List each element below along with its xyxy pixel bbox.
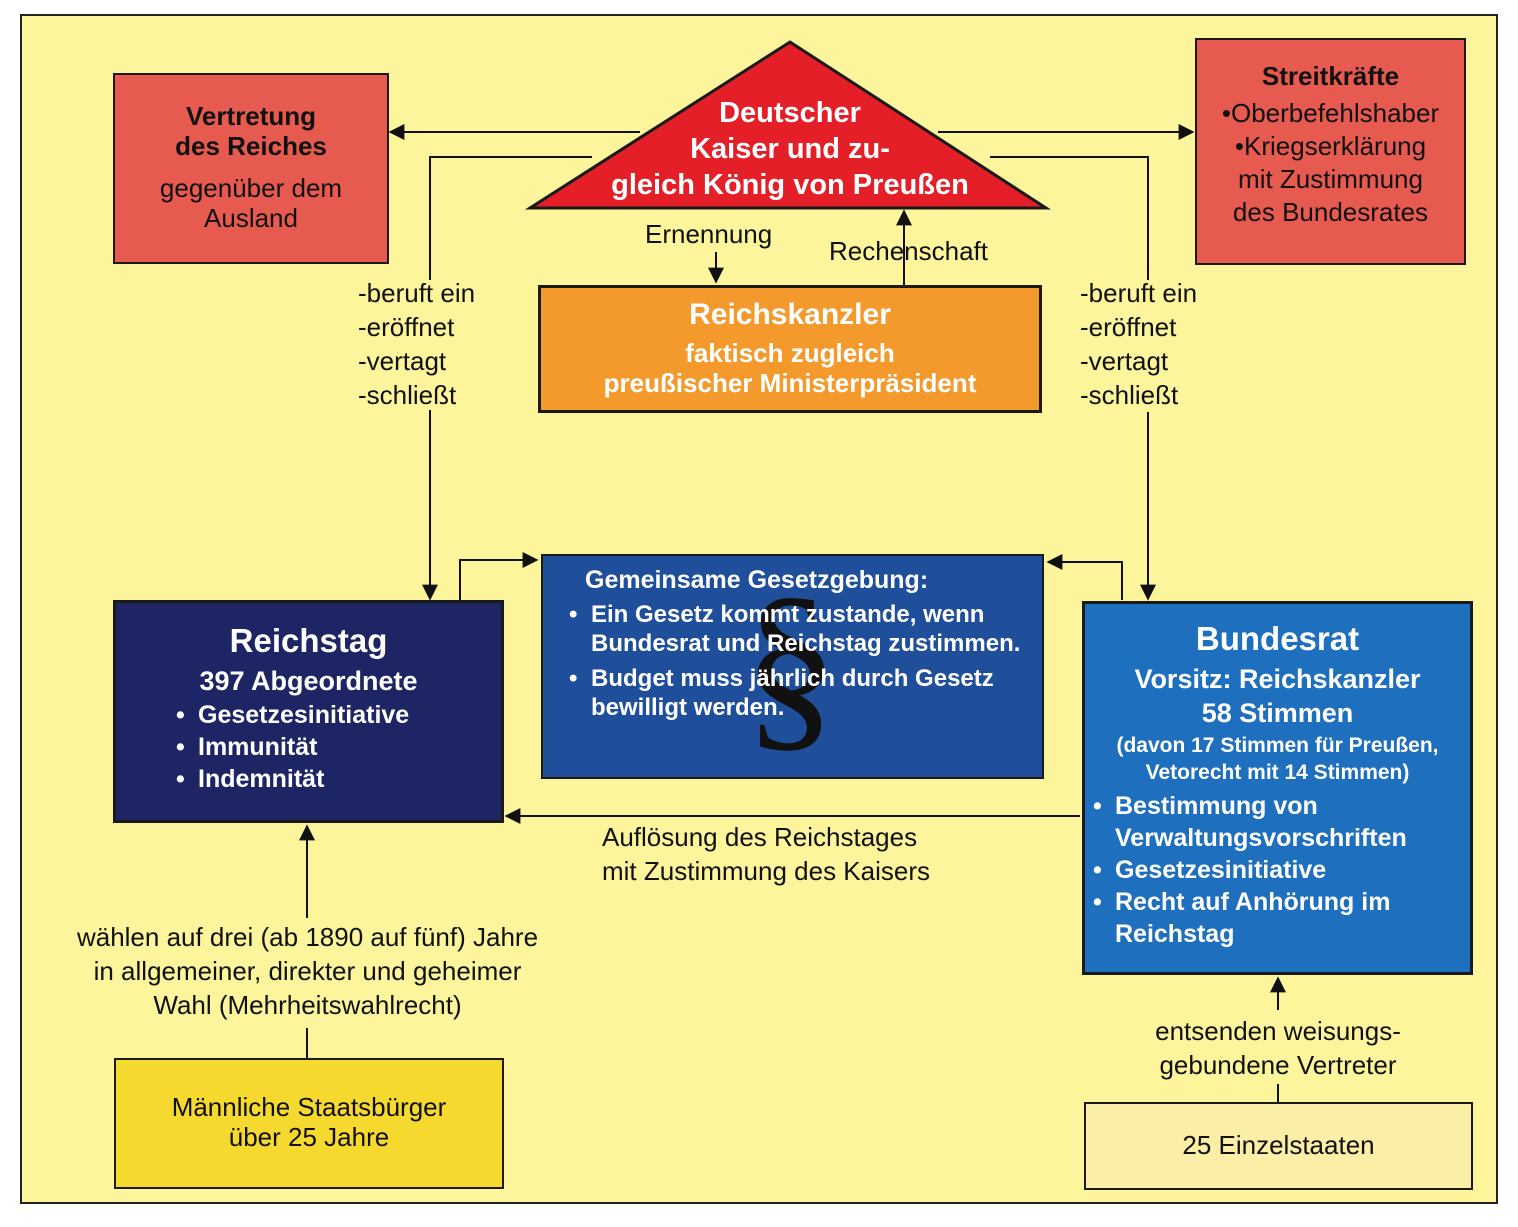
gesetzgebung-item: Ein Gesetz kommt zustande, wenn Bundesra… [569,600,1032,658]
bundesrat-item: Gesetzesinitiative [1093,854,1470,886]
aufloesung-line: mit Zustimmung des Kaisers [602,856,930,886]
entsenden-line: gebundene Vertreter [1159,1050,1397,1080]
bundesrat-note: Vetorecht mit 14 Stimmen) [1145,761,1410,784]
waehlen-label: wählen auf drei (ab 1890 auf fünf) Jahre… [30,920,585,1022]
bundesrat-box: Bundesrat Vorsitz: Reichskanzler 58 Stim… [1082,601,1473,975]
bundesrat-title: Bundesrat [1195,620,1360,657]
entsenden-label: entsenden weisungs- gebundene Vertreter [1100,1014,1456,1082]
power-item: -beruft ein [1080,278,1198,308]
power-item: -eröffnet [358,312,455,342]
kaiser-line: Kaiser und zu- [690,133,890,165]
arrow-kaiser-reichstag [429,156,592,280]
gesetzgebung-item: Budget muss jährlich durch Gesetz bewill… [569,664,1032,722]
streitkraefte-title: Streitkräfte [1261,61,1400,91]
gesetzgebung-box: § Gemeinsame Gesetzgebung: Ein Gesetz ko… [541,554,1044,779]
kanzler-line: preußischer Ministerpräsident [603,368,977,398]
reichstag-item: Indemnität [176,763,501,795]
buerger-line: Männliche Staatsbürger [171,1092,447,1122]
power-item: -schließt [358,380,457,410]
bundesrat-item: Recht auf Anhörung im Reichstag [1093,886,1470,950]
power-item: -vertagt [1080,346,1169,376]
streitkraefte-item: mit Zustimmung [1238,164,1423,194]
buerger-box: Männliche Staatsbürger über 25 Jahre [114,1058,504,1189]
buerger-line: über 25 Jahre [228,1122,390,1152]
streitkraefte-item: •Kriegserklärung [1234,131,1427,161]
vertretung-title: Vertretung [185,101,317,131]
einzelstaaten-box: 25 Einzelstaaten [1084,1102,1473,1190]
bundesrat-item: Bestimmung von Verwaltungsvorschriften [1093,790,1470,854]
power-item: -vertagt [358,346,447,376]
arrow-reichstag-gesetzgebung [459,552,539,600]
vertretung-text: gegenüber dem [159,173,343,203]
arrow-bundesrat-gesetzgebung [1046,554,1123,600]
einzelstaaten-text: 25 Einzelstaaten [1182,1130,1375,1160]
reichskanzler-box: Reichskanzler faktisch zugleich preußisc… [538,285,1042,413]
waehlen-line: wählen auf drei (ab 1890 auf fünf) Jahre [76,922,539,952]
vertretung-box: Vertretung des Reiches gegenüber dem Aus… [113,73,389,264]
vertretung-title: des Reiches [175,131,327,161]
bundesrat-sub: 58 Stimmen [1201,698,1354,728]
gesetzgebung-title: Gemeinsame Gesetzgebung: [585,566,929,594]
power-item: -schließt [1080,380,1179,410]
reichstag-subtitle: 397 Abgeordnete [199,666,418,696]
entsenden-line: entsenden weisungs- [1155,1016,1401,1046]
reichstag-box: Reichstag 397 Abgeordnete Gesetzesinitia… [113,600,504,823]
vertretung-text: Ausland [204,203,298,233]
aufloesung-line: Auflösung des Reichstages [602,822,918,852]
right-powers: -beruft ein -eröffnet -vertagt -schließt [1080,276,1197,412]
kanzler-line: faktisch zugleich [685,338,895,368]
arrow-kaiser-bundesrat [990,156,1149,280]
kaiser-label: Deutscher Kaiser und zu- gleich König vo… [560,95,1020,203]
waehlen-line: Wahl (Mehrheitswahlrecht) [153,990,462,1020]
kaiser-triangle [524,40,1052,210]
bundesrat-note: (davon 17 Stimmen für Preußen, [1116,734,1439,757]
ernennung-label: Ernennung [645,219,773,249]
kaiser-line: Deutscher [719,97,861,129]
reichstag-item: Immunität [176,731,501,763]
power-item: -beruft ein [358,278,476,308]
kaiser-line: gleich König von Preußen [611,169,969,201]
streitkraefte-item: •Oberbefehlshaber [1221,98,1440,128]
reichstag-list: Gesetzesinitiative Immunität Indemnität [176,699,501,795]
rechenschaft-label: Rechenschaft [829,236,988,266]
waehlen-line: in allgemeiner, direkter und geheimer [93,956,522,986]
aufloesung-label: Auflösung des Reichstages mit Zustimmung… [602,820,930,888]
reichstag-item: Gesetzesinitiative [176,699,501,731]
gesetzgebung-list: Ein Gesetz kommt zustande, wenn Bundesra… [569,600,1032,722]
streitkraefte-item: des Bundesrates [1232,197,1429,227]
bundesrat-sub: Vorsitz: Reichskanzler [1134,664,1421,694]
bundesrat-list: Bestimmung von Verwaltungsvorschriften G… [1093,790,1470,950]
streitkraefte-box: Streitkräfte •Oberbefehlshaber •Kriegser… [1195,38,1466,265]
kanzler-title: Reichskanzler [689,298,891,331]
power-item: -eröffnet [1080,312,1177,342]
reichstag-title: Reichstag [229,622,388,659]
left-powers: -beruft ein -eröffnet -vertagt -schließt [358,276,475,412]
